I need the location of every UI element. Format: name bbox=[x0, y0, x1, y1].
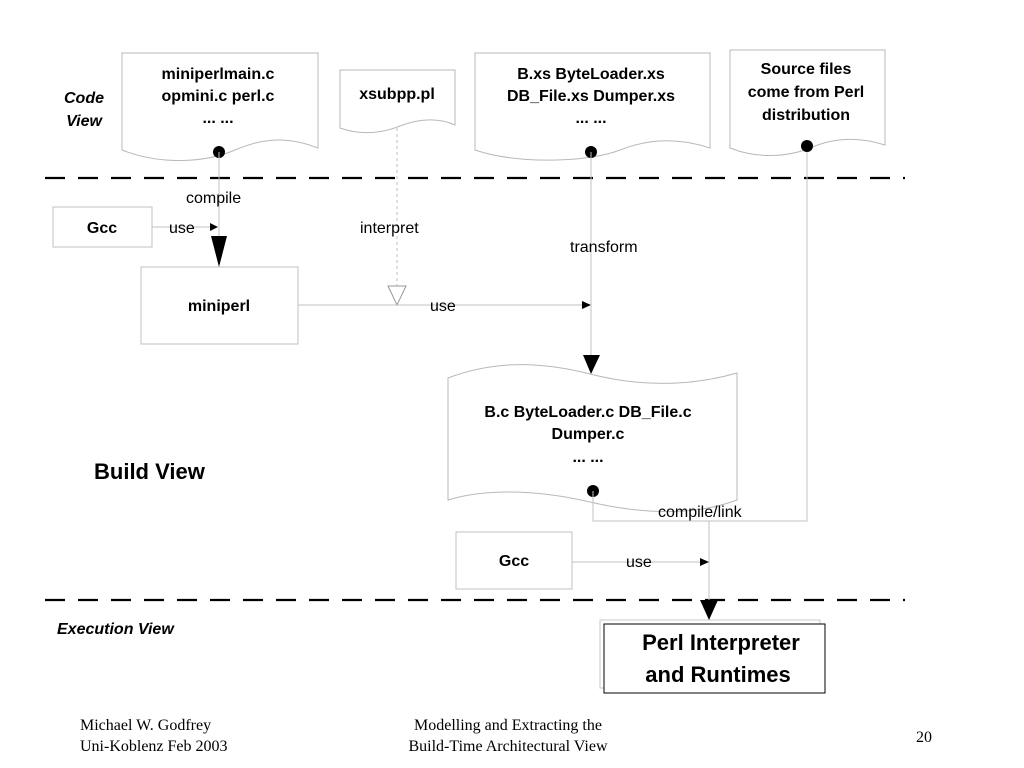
edge-use-miniperl bbox=[298, 301, 591, 309]
perl-interpreter-line1: Perl Interpreter bbox=[642, 630, 800, 655]
footer-venue: Uni-Koblenz Feb 2003 bbox=[80, 738, 228, 755]
doc-xs-files-line1: B.xs ByteLoader.xs bbox=[517, 66, 665, 83]
gcc-box-bottom-label: Gcc bbox=[499, 553, 529, 570]
build-view-label: Build View bbox=[94, 459, 206, 484]
edge-compile-link-label: compile/link bbox=[658, 504, 743, 521]
gcc-box-top-label: Gcc bbox=[87, 220, 117, 237]
doc-miniperl-sources: miniperlmain.c opmini.c perl.c ... ... bbox=[121, 52, 319, 161]
code-view-label-line1: Code bbox=[64, 90, 104, 107]
doc-perl-distribution-line1: Source files bbox=[761, 61, 852, 78]
footer-author-name: Michael W. Godfrey bbox=[80, 717, 212, 734]
edge-compile bbox=[211, 146, 227, 267]
doc-generated-c-line1: B.c ByteLoader.c DB_File.c bbox=[484, 404, 691, 421]
footer-page-number: 20 bbox=[916, 729, 932, 746]
doc-generated-c-line2: Dumper.c bbox=[552, 426, 625, 443]
gcc-box-top: Gcc bbox=[52, 206, 153, 248]
edge-use-miniperl-label: use bbox=[430, 298, 456, 315]
doc-miniperl-sources-line1: miniperlmain.c bbox=[162, 66, 275, 83]
edge-transform bbox=[583, 146, 600, 374]
doc-perl-distribution-line2: come from Perl bbox=[748, 84, 864, 101]
footer-title-line1: Modelling and Extracting the bbox=[414, 717, 602, 734]
doc-xs-files-line2: DB_File.xs Dumper.xs bbox=[507, 88, 675, 105]
doc-perl-distribution: Source files come from Perl distribution bbox=[729, 49, 886, 156]
perl-interpreter-line2: and Runtimes bbox=[645, 662, 790, 687]
footer-author: Michael W. Godfrey Uni-Koblenz Feb 2003 bbox=[80, 715, 228, 757]
doc-miniperl-sources-line2: opmini.c perl.c bbox=[162, 88, 275, 105]
edge-use-gcc-bottom-label: use bbox=[626, 554, 652, 571]
doc-perl-distribution-line3: distribution bbox=[762, 107, 850, 124]
gcc-box-bottom: Gcc bbox=[455, 531, 573, 590]
doc-xsubpp-line1: xsubpp.pl bbox=[359, 86, 435, 103]
edge-interpret bbox=[387, 128, 407, 307]
doc-generated-c-line3: ... ... bbox=[572, 449, 603, 466]
edge-compile-label: compile bbox=[186, 190, 241, 207]
doc-xs-files-line3: ... ... bbox=[575, 110, 606, 127]
edge-compile-link bbox=[587, 140, 813, 620]
doc-generated-c: B.c ByteLoader.c DB_File.c Dumper.c ... … bbox=[447, 364, 738, 513]
edge-use-gcc-top bbox=[152, 223, 218, 231]
miniperl-box-label: miniperl bbox=[188, 298, 250, 315]
doc-xs-files: B.xs ByteLoader.xs DB_File.xs Dumper.xs … bbox=[474, 52, 711, 161]
code-view-label-line2: View bbox=[66, 113, 103, 130]
execution-view-label: Execution View bbox=[57, 621, 175, 638]
doc-miniperl-sources-line3: ... ... bbox=[202, 110, 233, 127]
miniperl-box: miniperl bbox=[140, 266, 299, 345]
perl-interpreter-box: Perl Interpreter and Runtimes bbox=[599, 619, 826, 694]
footer-title: Modelling and Extracting the Build-Time … bbox=[368, 715, 648, 757]
doc-xsubpp: xsubpp.pl bbox=[339, 69, 456, 134]
edge-interpret-label: interpret bbox=[360, 220, 419, 237]
footer-title-line2: Build-Time Architectural View bbox=[408, 738, 608, 755]
edge-use-gcc-top-label: use bbox=[169, 220, 195, 237]
edge-transform-label: transform bbox=[570, 239, 638, 256]
edge-use-gcc-bottom bbox=[572, 558, 709, 566]
